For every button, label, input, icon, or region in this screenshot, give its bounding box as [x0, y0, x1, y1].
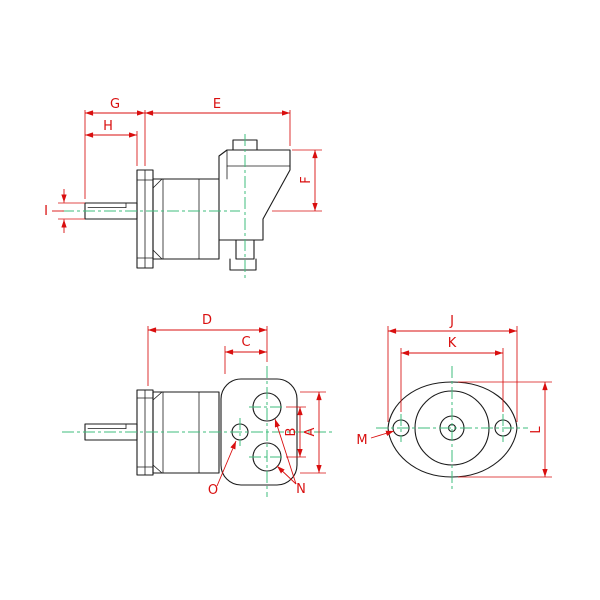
leader-line-M — [370, 430, 395, 439]
dim-label-h: H — [103, 119, 113, 134]
outline-edge — [152, 391, 163, 401]
end-view: J K L M — [356, 314, 552, 492]
dim-label-n: N — [296, 482, 306, 497]
side-view-top: G H E F I — [44, 97, 322, 280]
side-view-top-centerlines — [62, 134, 246, 280]
dim-label-b: B — [284, 428, 299, 437]
dim-label-m: M — [356, 433, 367, 448]
dim-label-a: A — [303, 427, 318, 436]
side-view-bottom-centerlines — [62, 366, 332, 497]
outline-edge — [152, 464, 163, 474]
dim-label-g: G — [110, 97, 120, 112]
outline-edge — [152, 249, 163, 260]
outline-edge — [152, 178, 163, 189]
port-housing — [218, 149, 291, 241]
side-view-top-dimensions: G H E F I — [44, 97, 322, 233]
dim-label-d: D — [202, 313, 212, 328]
leader-line-N — [276, 465, 297, 485]
dim-label-i: I — [44, 204, 48, 219]
dim-label-e: E — [213, 97, 221, 112]
side-view-bottom: D C B A N O — [62, 313, 332, 498]
dim-label-f: F — [299, 176, 314, 183]
motor-body — [152, 178, 220, 260]
end-view-dimensions: J K L M — [356, 314, 552, 478]
mounting-foot — [229, 258, 257, 271]
dim-label-c: C — [241, 335, 250, 350]
dim-label-k: K — [448, 336, 457, 351]
dim-label-j: J — [449, 314, 454, 329]
side-view-top-geometry — [84, 139, 291, 271]
end-view-centerlines — [376, 366, 528, 492]
side-view-bottom-dimensions: D C B A N O — [147, 313, 326, 498]
leader-line-O — [216, 440, 237, 487]
leader-line-N — [274, 418, 297, 485]
dim-label-l: L — [529, 426, 544, 434]
dim-label-o: O — [208, 483, 218, 498]
